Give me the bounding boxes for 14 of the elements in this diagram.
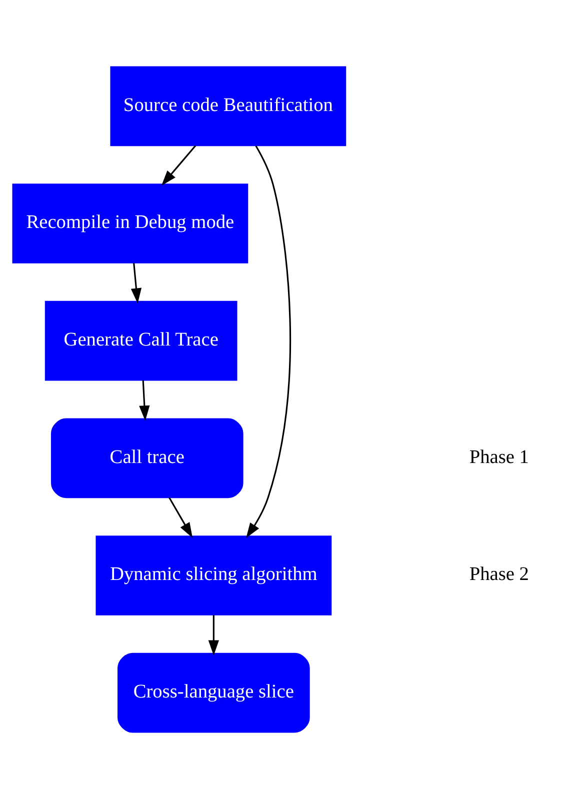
arrow	[168, 497, 193, 538]
arrow	[130, 262, 142, 304]
arrow	[161, 145, 196, 186]
node-box: Recompile in Debug mode	[12, 184, 248, 264]
node-box: Call trace	[50, 418, 244, 498]
arrow	[139, 380, 150, 421]
node-box: Cross-language slice	[118, 652, 310, 733]
node-box: Source code Beautification	[110, 66, 346, 146]
arrow	[208, 614, 220, 656]
node-box: Dynamic slicing algorithm	[96, 536, 332, 616]
label: Phase 1	[469, 446, 529, 468]
arrow	[246, 145, 291, 538]
node-box: Generate Call Trace	[44, 300, 238, 381]
label: Phase 2	[469, 564, 529, 586]
